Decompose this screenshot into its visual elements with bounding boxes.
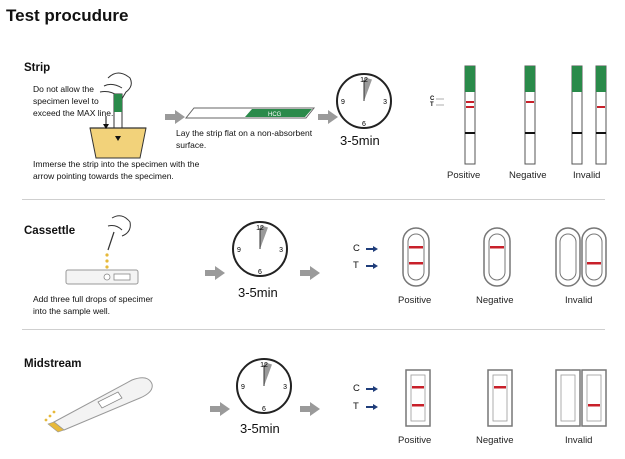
clock-number: 9: [241, 384, 245, 391]
midstream-positive-result: [405, 369, 431, 427]
strip-immerse-line: Immerse the strip into the specimen with…: [33, 159, 200, 169]
flat-strip-illustration: HCG: [184, 107, 316, 119]
section-divider: [22, 329, 605, 330]
cassette-time: 3-5min: [238, 285, 278, 300]
strip-immerse-text: Immerse the strip into the specimen with…: [33, 158, 199, 182]
strip-time: 3-5min: [340, 133, 380, 148]
midstream-invalid-result: [555, 369, 581, 427]
cassette-results-illustration: [402, 227, 607, 287]
timer-clock-icon: 12 3 6 9: [236, 358, 292, 414]
clock-number: 3: [383, 99, 387, 106]
clock-number: 12: [360, 77, 368, 84]
cassette-instruction-line: into the sample well.: [33, 306, 111, 316]
midstream-negative-result: [487, 369, 513, 427]
strip-max-note-line: specimen level to: [33, 96, 99, 106]
strip-results-illustration: [464, 65, 607, 165]
clock-number: 12: [256, 225, 264, 232]
strip-t-label: T: [430, 102, 434, 108]
strip-max-note: Do not allow the specimen level to excee…: [33, 83, 113, 119]
arrow-icon: [318, 110, 338, 124]
clock-number: 6: [362, 121, 366, 128]
clock-number: 3: [279, 247, 283, 254]
midstream-c-label: C: [353, 383, 360, 394]
midstream-results-illustration: [405, 369, 607, 427]
midstream-time: 3-5min: [240, 421, 280, 436]
cassette-invalid-result: [555, 227, 581, 287]
strip-immerse-line: arrow pointing towards the specimen.: [33, 171, 174, 181]
page-title: Test procudure: [6, 6, 129, 25]
cassette-instruction: Add three full drops of specimer into th…: [33, 293, 153, 317]
cassette-positive-result: [402, 227, 430, 287]
clock-number: 3: [283, 384, 287, 391]
clock-number: 9: [341, 99, 345, 106]
clock-number: 12: [260, 362, 268, 369]
cassette-c-label: C: [353, 243, 360, 254]
strip-positive-label: Positive: [447, 170, 481, 181]
arrow-icon: [210, 402, 230, 416]
clock-number: 9: [237, 247, 241, 254]
midstream-invalid-label: Invalid: [565, 435, 593, 446]
timer-clock-icon: 12 3 6 9: [336, 73, 392, 129]
strip-invalid-label: Invalid: [573, 170, 601, 181]
strip-lay-flat-text: Lay the strip flat on a non-absorbent su…: [176, 127, 312, 151]
arrow-icon: [300, 266, 320, 280]
midstream-positive-label: Positive: [398, 435, 432, 446]
strip-max-note-line: exceed the MAX line.: [33, 108, 114, 118]
strip-lay-flat-line: surface.: [176, 140, 207, 150]
arrow-icon: [205, 266, 225, 280]
ct-pointer-icon: [436, 98, 444, 106]
strip-lay-flat-line: Lay the strip flat on a non-absorbent: [176, 128, 313, 138]
strip-positive-result: [464, 65, 476, 165]
midstream-t-label: T: [353, 401, 359, 412]
cassette-positive-label: Positive: [398, 295, 432, 306]
strip-heading: Strip: [24, 62, 51, 74]
cassette-negative-label: Negative: [476, 295, 514, 306]
cassette-invalid-label: Invalid: [565, 295, 593, 306]
midstream-negative-label: Negative: [476, 435, 514, 446]
ct-pointer-icon: [366, 246, 378, 269]
cassette-heading: Cassettle: [24, 225, 76, 237]
clock-number: 6: [258, 269, 262, 276]
strip-negative-result: [524, 65, 536, 165]
midstream-device-illustration: [44, 377, 153, 433]
ct-pointer-icon: [366, 386, 378, 410]
strip-invalid-result: [595, 65, 607, 165]
strip-invalid-result: [571, 65, 583, 165]
strip-max-note-line: Do not allow the: [33, 84, 94, 94]
cassette-negative-result: [483, 227, 511, 287]
strip-c-label: C: [430, 96, 435, 102]
cassette-dropper-illustration: [65, 215, 139, 285]
arrow-icon: [300, 402, 320, 416]
arrow-icon: [165, 110, 185, 124]
section-divider: [22, 199, 605, 200]
midstream-heading: Midstream: [24, 358, 82, 370]
cassette-t-label: T: [353, 260, 359, 271]
timer-clock-icon: 12 3 6 9: [232, 221, 288, 277]
strip-negative-label: Negative: [509, 170, 547, 181]
midstream-invalid-result: [581, 369, 607, 427]
clock-number: 6: [262, 406, 266, 413]
strip-immersion-illustration: [89, 72, 147, 159]
flat-strip-brand: HCG: [268, 112, 282, 118]
cassette-instruction-line: Add three full drops of specimer: [33, 294, 154, 304]
cassette-invalid-result: [581, 227, 607, 287]
